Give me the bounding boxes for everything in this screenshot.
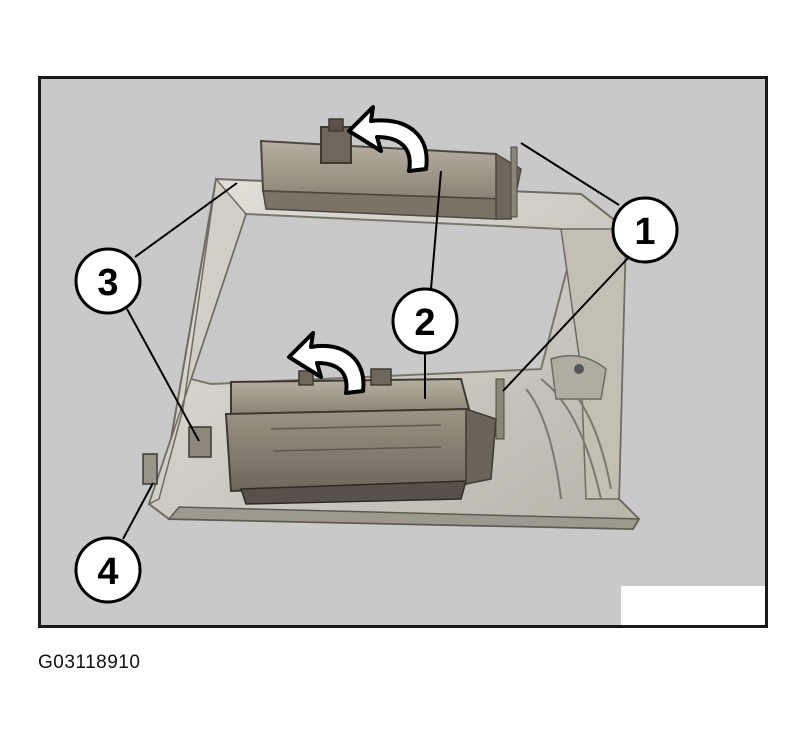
callout-1: 1	[611, 196, 679, 264]
callout-2: 2	[391, 287, 459, 355]
trim-frame-opening	[189, 212, 573, 386]
blank-label-box	[621, 586, 765, 625]
leader-lines	[122, 142, 630, 540]
figure-frame: 1 2 3 4	[38, 76, 768, 628]
component-illustration: 1 2 3 4	[74, 105, 765, 625]
lower-module	[224, 368, 497, 505]
callout-1-label: 1	[634, 211, 655, 253]
removal-arrow-upper	[347, 105, 429, 173]
callout-4: 4	[74, 536, 142, 604]
right-boss-hole	[574, 364, 584, 374]
retaining-clips	[495, 146, 518, 440]
callout-3: 3	[74, 247, 142, 315]
trim-frame-lip	[167, 506, 641, 530]
right-boss	[550, 354, 607, 400]
callout-3-label: 3	[97, 262, 118, 304]
callout-2-label: 2	[414, 302, 435, 344]
removal-arrow-lower	[287, 331, 366, 395]
left-rail	[147, 177, 247, 506]
callout-4-label: 4	[97, 551, 118, 593]
figure-id: G03118910	[38, 652, 141, 673]
